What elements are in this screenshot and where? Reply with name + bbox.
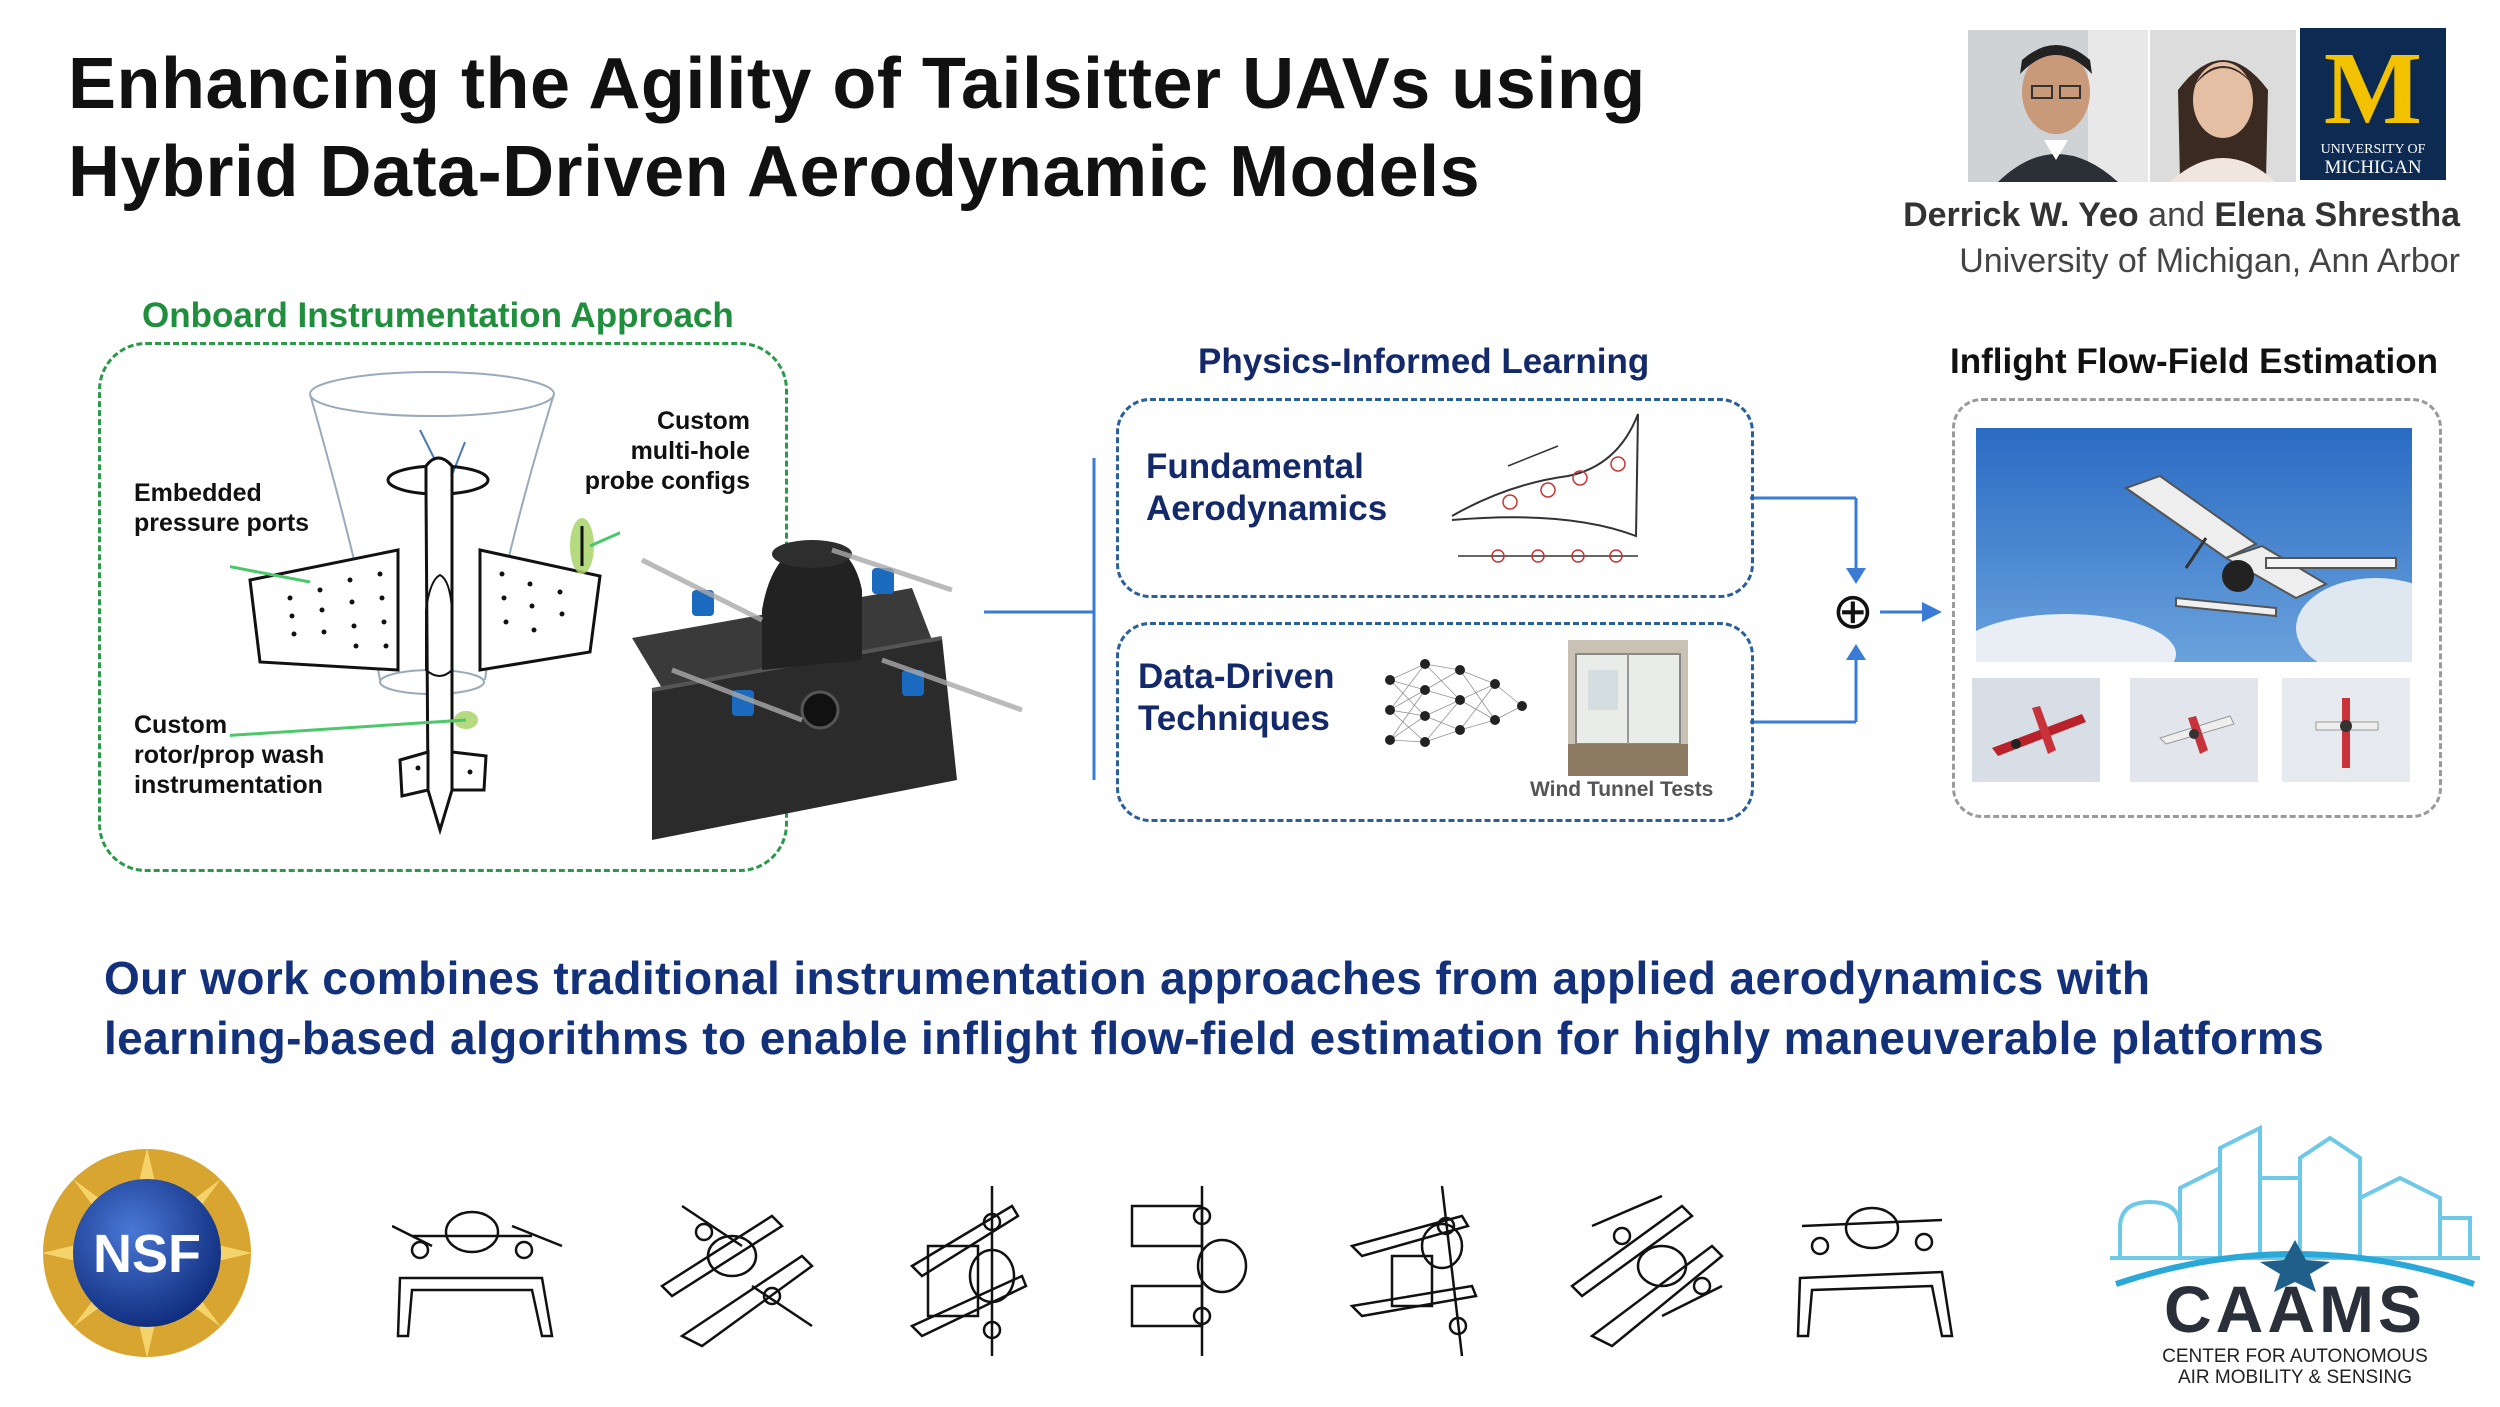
caams-logo-name: CAAMS bbox=[2164, 1272, 2426, 1346]
summary-line-2: learning-based algorithms to enable infl… bbox=[104, 1012, 2325, 1064]
author-name-1: Derrick W. Yeo bbox=[1903, 196, 2139, 234]
drone-sketch-1 bbox=[392, 1210, 563, 1338]
drone-sketch-6 bbox=[1570, 1194, 1724, 1348]
inflight-thumb-3 bbox=[2282, 678, 2410, 782]
fundamental-label: Fundamental Aerodynamics bbox=[1146, 447, 1388, 528]
wind-tunnel-caption: Wind Tunnel Tests bbox=[1530, 778, 1714, 801]
author-block: Derrick W. Yeo and Elena Shrestha Univer… bbox=[1903, 192, 2460, 284]
learning-heading: Physics-Informed Learning bbox=[1198, 342, 1650, 381]
learning-connectors bbox=[984, 458, 1942, 780]
caams-logo-tagline: CENTER FOR AUTONOMOUS AIR MOBILITY & SEN… bbox=[2162, 1346, 2428, 1388]
flowfield-box bbox=[1952, 398, 2442, 818]
drone-transition-sequence bbox=[392, 1186, 1954, 1357]
drone-sketch-3 bbox=[909, 1186, 1028, 1356]
aircraft-diagram bbox=[230, 371, 620, 836]
drone-sketch-4 bbox=[1130, 1186, 1248, 1356]
combine-symbol: ⊕ bbox=[1832, 582, 1874, 640]
author-conj: and bbox=[2148, 196, 2205, 234]
aero-curves-graphic bbox=[1451, 413, 1639, 563]
fundamental-box bbox=[1116, 398, 1754, 598]
neural-network-icon bbox=[1385, 659, 1527, 747]
page-title: Enhancing the Agility of Tailsitter UAVs… bbox=[68, 40, 1646, 216]
summary-line-1: Our work combines traditional instrument… bbox=[104, 952, 2151, 1004]
author-photo-1 bbox=[1968, 30, 2148, 182]
author-affiliation: University of Michigan, Ann Arbor bbox=[1959, 242, 2460, 280]
drone-sketch-5 bbox=[1349, 1186, 1478, 1357]
summary-text: Our work combines traditional instrument… bbox=[104, 948, 2324, 1068]
tailsitter-drone-photo bbox=[632, 540, 1023, 840]
inflight-thumb-1 bbox=[1972, 678, 2100, 782]
author-name-2: Elena Shrestha bbox=[2214, 196, 2460, 234]
label-probe-configs: Custom multi-hole probe configs bbox=[584, 407, 750, 495]
caams-plane-icon bbox=[2115, 1240, 2475, 1292]
flowfield-heading: Inflight Flow-Field Estimation bbox=[1950, 342, 2439, 381]
person-icon bbox=[2150, 30, 2296, 182]
nsf-logo: NSF bbox=[42, 1148, 252, 1358]
wind-tunnel-photo bbox=[1568, 640, 1688, 776]
title-line-1: Enhancing the Agility of Tailsitter UAVs… bbox=[68, 44, 1646, 124]
onboard-heading: Onboard Instrumentation Approach bbox=[142, 296, 734, 335]
inflight-main-photo bbox=[1976, 428, 2412, 662]
author-photo-2 bbox=[2150, 30, 2296, 182]
drone-sketch-2 bbox=[660, 1204, 814, 1348]
datadriven-box bbox=[1116, 622, 1754, 822]
inflight-thumb-2 bbox=[2130, 678, 2258, 782]
person-icon bbox=[1968, 30, 2148, 182]
drone-sketch-7 bbox=[1796, 1206, 1954, 1338]
datadriven-label: Data-Driven Techniques bbox=[1138, 657, 1335, 738]
umich-logo: M UNIVERSITY OF MICHIGAN bbox=[2300, 28, 2446, 180]
nsf-logo-text: NSF bbox=[93, 1224, 201, 1284]
label-rotor-wash: Custom rotor/prop wash instrumentation bbox=[134, 711, 325, 799]
title-line-2: Hybrid Data-Driven Aerodynamic Models bbox=[68, 132, 1481, 212]
label-pressure-ports: Embedded pressure ports bbox=[134, 479, 310, 537]
